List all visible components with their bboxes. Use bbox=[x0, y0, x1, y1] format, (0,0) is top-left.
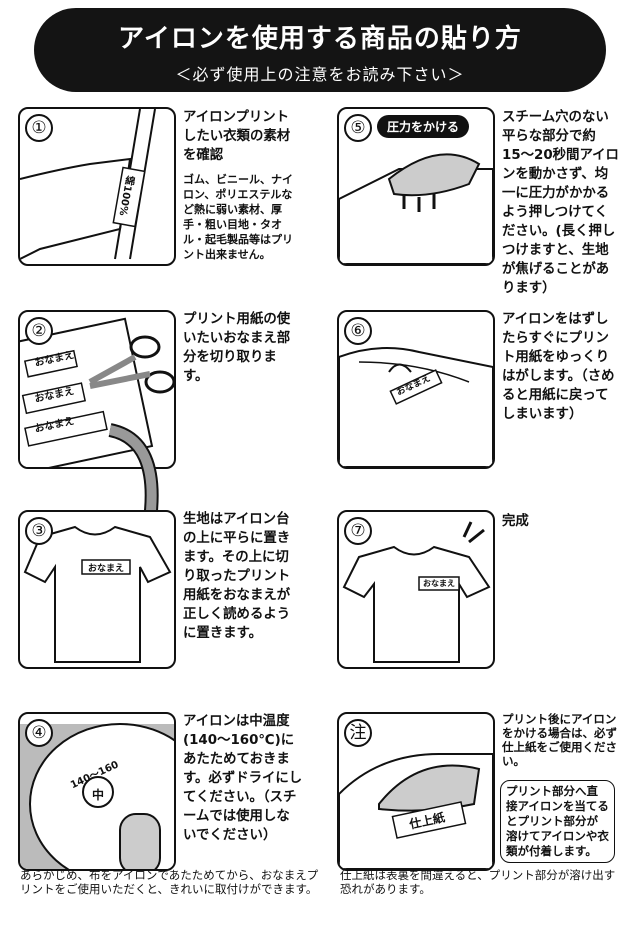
finishing-paper-drawing bbox=[339, 753, 493, 869]
step-number: ⑦ bbox=[344, 517, 372, 545]
header-banner: アイロンを使用する商品の貼り方 ＜必ず使用上の注意をお読み下さい＞ bbox=[34, 8, 606, 92]
step-6-text: アイロンをはずしたらすぐにプリント用紙をゆっくりはがします。（さめると用紙に戻っ… bbox=[502, 312, 615, 422]
peeling-drawing bbox=[339, 347, 493, 467]
step-5-text: スチーム穴のない平らな部分で約15〜20秒間アイロンを動かさず、均一に圧力がかか… bbox=[502, 110, 619, 296]
iron-dial-drawing bbox=[20, 723, 174, 869]
step-number: ④ bbox=[25, 719, 53, 747]
pressure-badge: 圧力をかける bbox=[377, 115, 470, 138]
step-number: ⑥ bbox=[344, 317, 372, 345]
step-1-text: アイロンプリントしたい衣類の素材を確認 bbox=[183, 110, 291, 163]
step-number: ③ bbox=[25, 517, 53, 545]
name-tag: おなまえ bbox=[423, 579, 455, 588]
step-1-illustration: ① 綿100% bbox=[18, 107, 176, 266]
step-number: 注 bbox=[344, 719, 372, 747]
name-tag: おなまえ bbox=[88, 564, 125, 574]
tshirt-drawing bbox=[23, 525, 172, 663]
garment-label-drawing bbox=[20, 109, 156, 260]
page-subtitle: ＜必ず使用上の注意をお読み下さい＞ bbox=[175, 65, 465, 84]
step-5-illustration: ⑤ 圧力をかける bbox=[337, 107, 495, 266]
step-number: ② bbox=[25, 317, 53, 345]
footnote-right: 仕上紙は表裏を間違えると、プリント部分が溶け出す恐れがあります。 bbox=[340, 868, 616, 896]
step-number: ① bbox=[25, 114, 53, 142]
step-3-illustration: ③ おなまえ bbox=[18, 510, 176, 669]
step-2-text: プリント用紙の使いたいおなまえ部分を切り取ります。 bbox=[183, 312, 291, 384]
footnote-left: あらかじめ、布をアイロンであたためてから、おなまえプリントをご使用いただくと、き… bbox=[20, 868, 319, 896]
caution-box: プリント部分へ直接アイロンを当てるとプリント部分が溶けてアイロンや衣類が付着しま… bbox=[500, 780, 615, 863]
step-7-illustration: ⑦ おなまえ bbox=[337, 510, 495, 669]
step-6-illustration: ⑥ おなまえ bbox=[337, 310, 495, 469]
step-4-text: アイロンは中温度(140〜160℃)にあたためておきます。必ずドライにしてくださ… bbox=[183, 714, 303, 843]
step-7-text: 完成 bbox=[502, 514, 529, 529]
step-1-warning: ゴム、ビニール、ナイロン、ポリエステルなど熱に弱い素材、厚手・粗い目地・タオル・… bbox=[183, 173, 293, 261]
caution-text: プリント後にアイロンをかける場合は、必ず仕上紙をご使用ください。 bbox=[502, 712, 617, 768]
page-title: アイロンを使用する商品の貼り方 bbox=[118, 24, 522, 54]
caution-illustration: 注 仕上紙 bbox=[337, 712, 495, 871]
step-4-illustration: ④ 140〜160 中 bbox=[18, 712, 176, 871]
dial-medium-mark: 中 bbox=[92, 788, 105, 802]
step-number: ⑤ bbox=[344, 114, 372, 142]
pressing-drawing bbox=[339, 153, 493, 264]
step-3-text: 生地はアイロン台の上に平らに置きます。その上に切り取ったプリント用紙をおなまえが… bbox=[183, 512, 291, 641]
